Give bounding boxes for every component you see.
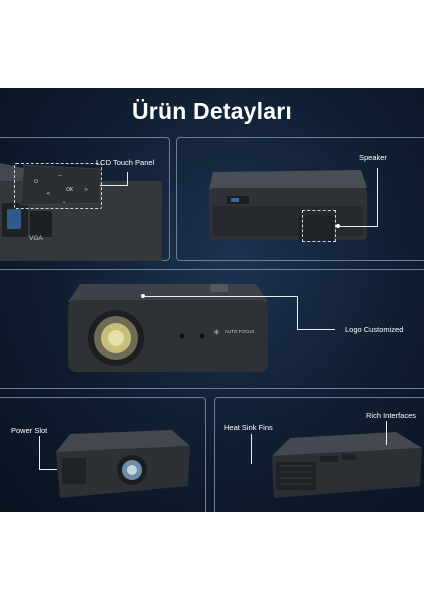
svg-text:OK: OK	[66, 187, 74, 193]
svg-text:⏻: ⏻	[34, 179, 38, 185]
rich-interfaces-label: Rich Interfaces	[366, 411, 417, 420]
logo-callout-line-v	[297, 296, 298, 330]
autofocus-text: AUTO FOCUS	[225, 329, 255, 334]
heatsink-callout-line	[251, 434, 252, 464]
lcd-callout-line	[100, 185, 128, 186]
speaker-label: Speaker	[359, 153, 387, 162]
autofocus-icon: ✳	[213, 328, 220, 337]
power-callout-line-v	[39, 436, 40, 470]
power-slot-label: Power Slot	[11, 426, 48, 435]
speaker-dashed-box	[302, 210, 336, 242]
svg-text:⌐: ⌐	[58, 173, 62, 179]
projector-side-interfaces	[272, 432, 422, 498]
lcd-touch-panel-keys: ⏻ ⌐ OK < > ⌄	[19, 164, 101, 206]
lcd-panel-dashed-box	[14, 163, 102, 209]
svg-text:>: >	[84, 187, 88, 193]
logo-customized-label: Logo Customized	[345, 325, 404, 334]
panel-logo	[0, 269, 424, 389]
logo-callout-line-h1	[143, 296, 298, 297]
svg-text:⌄: ⌄	[62, 199, 66, 205]
heat-sink-fins-label: Heat Sink Fins	[224, 423, 273, 432]
logo-callout-line-h2	[297, 329, 335, 330]
panel-power-slot	[0, 397, 206, 512]
projector-front	[68, 284, 268, 372]
projector-rear	[209, 170, 367, 241]
interfaces-callout-line	[386, 421, 387, 445]
lcd-callout-line-v	[127, 172, 128, 186]
svg-text:<: <	[46, 191, 50, 197]
speaker-callout-line-v	[377, 168, 378, 227]
projector-side-power	[56, 430, 190, 498]
page-title: Ürün Detayları	[131, 98, 292, 124]
power-callout-line-h	[39, 469, 57, 470]
panel-speaker	[176, 137, 424, 261]
panel-interfaces	[214, 397, 424, 512]
product-details-banner: Ürün Detayları ⏻ ⌐ OK < > ⌄ LCD Touch Pa…	[0, 88, 424, 512]
lcd-touch-panel-label: LCD Touch Panel	[96, 158, 155, 167]
vga-port-label: VGA	[29, 235, 43, 242]
speaker-callout-line-h	[338, 226, 378, 227]
